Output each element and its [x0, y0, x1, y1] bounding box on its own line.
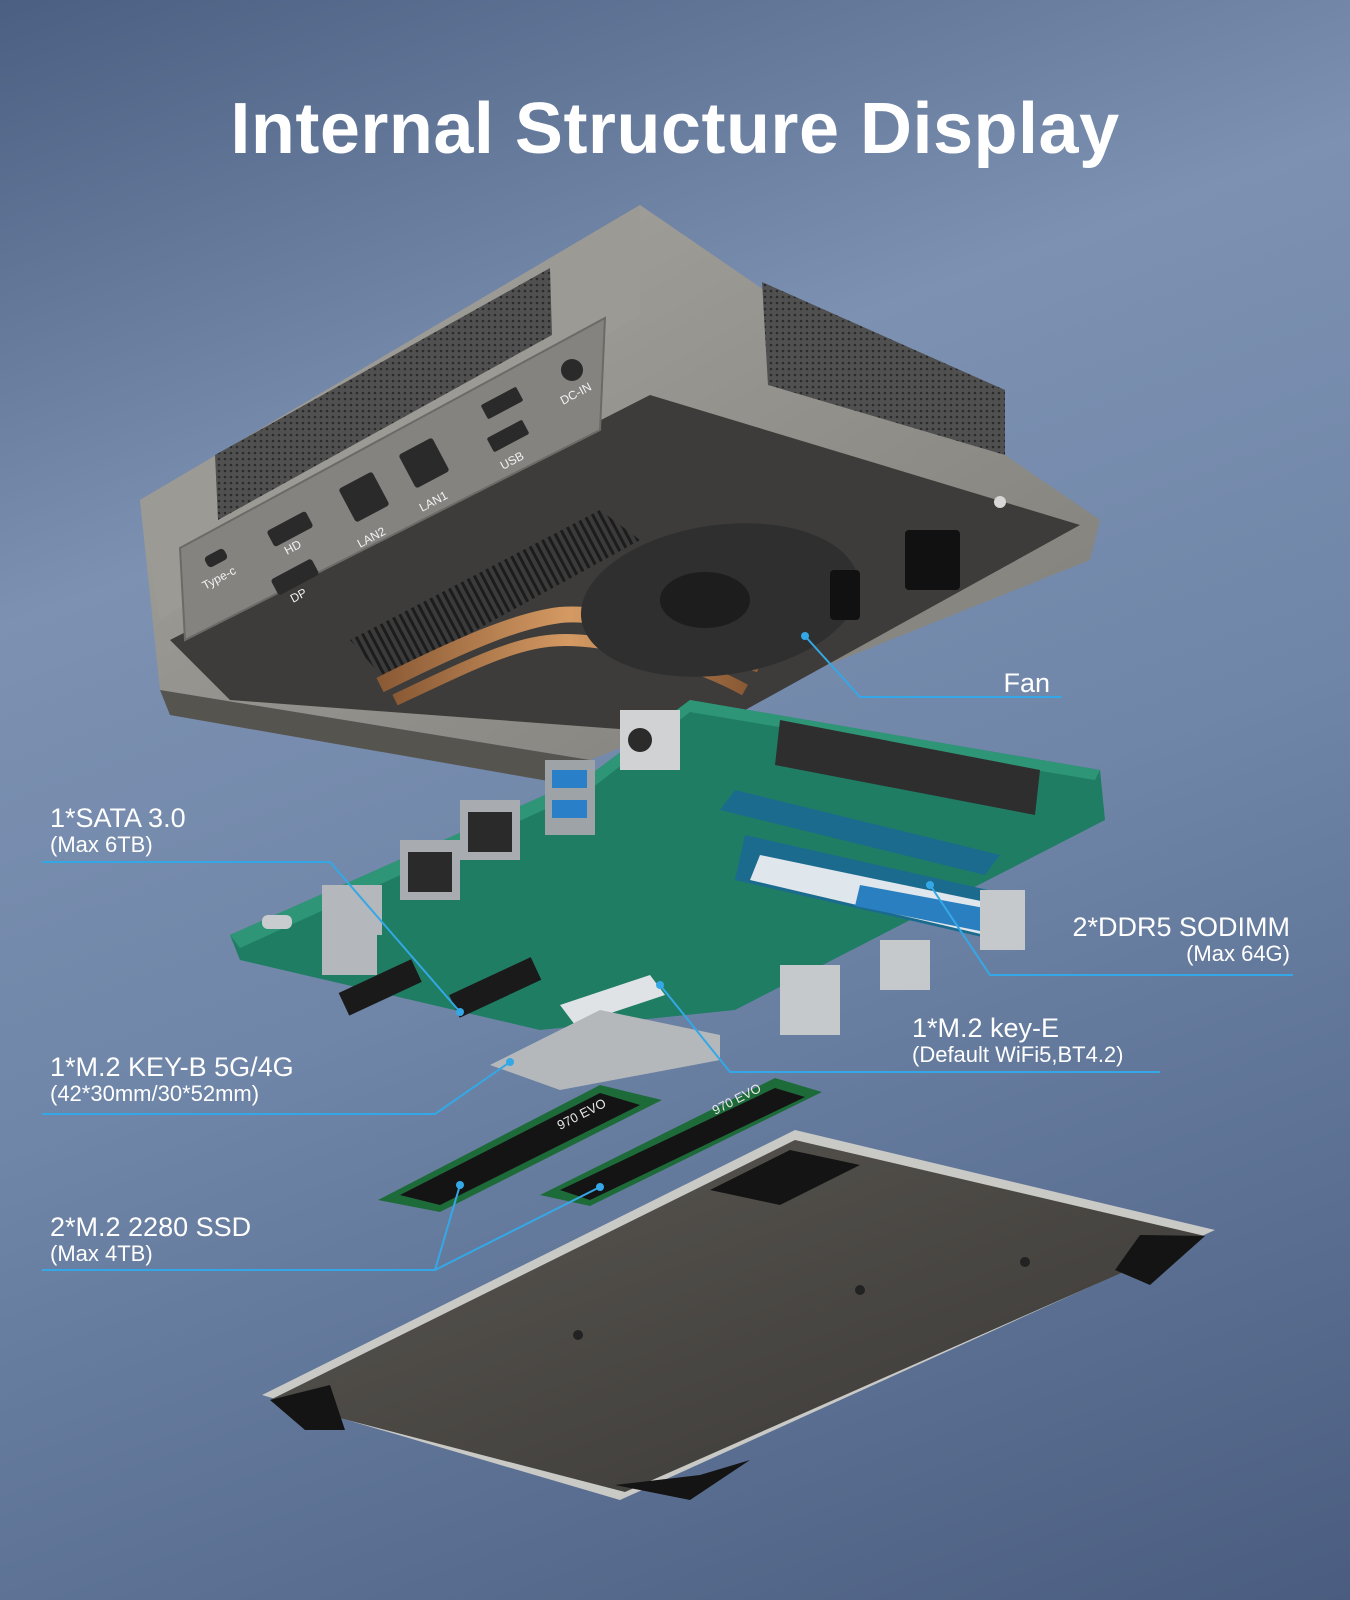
callout-m2-key-b-note: (42*30mm/30*52mm): [50, 1081, 260, 1106]
lan2-port: [339, 472, 389, 522]
dc-in-jack: [561, 359, 583, 381]
callout-line-key-e: [659, 984, 1160, 1073]
callout-ssd-note: (Max 4TB): [50, 1241, 153, 1266]
bottom-plate: [262, 1130, 1215, 1500]
callout-line-ddr5: [929, 884, 1293, 976]
callout-ssd-title: 2*M.2 2280 SSD: [50, 1212, 252, 1242]
callout-ddr5: 2*DDR5 SODIMM (Max 64G): [1000, 912, 1290, 966]
callout-line-fan: [804, 635, 1062, 698]
case-enclosure: [140, 205, 1100, 790]
callout-sata-note: (Max 6TB): [50, 832, 153, 857]
sata-connector: [338, 959, 422, 1016]
callout-sata: 1*SATA 3.0 (Max 6TB): [50, 803, 186, 857]
lan1-port: [399, 438, 449, 488]
callout-lines: [42, 635, 1293, 1271]
callout-ddr5-title: 2*DDR5 SODIMM: [1072, 912, 1290, 942]
usb-port-1: [481, 387, 523, 419]
case-vent-right: [762, 282, 1005, 455]
callout-m2-key-e-title: 1*M.2 key-E: [912, 1013, 1060, 1043]
port-label-dp: DP: [288, 585, 309, 605]
wifi-card-icon: [560, 975, 665, 1025]
callout-sata-title: 1*SATA 3.0: [50, 803, 186, 833]
callout-ddr5-note: (Max 64G): [1186, 941, 1290, 966]
dp-port: [271, 559, 319, 595]
m2-key-b-slot: [449, 957, 542, 1018]
usb-port-2: [487, 420, 529, 452]
callout-ssd: 2*M.2 2280 SSD (Max 4TB): [50, 1212, 251, 1266]
ram-module-icon: [720, 790, 1010, 940]
fan-icon: [580, 523, 860, 677]
callout-line-sata: [42, 861, 461, 1013]
callout-fan-title: Fan: [1003, 668, 1050, 698]
callout-line-ssd-2: [434, 1186, 601, 1271]
type-c-port: [204, 548, 228, 568]
case-ports: [204, 359, 583, 595]
callout-m2-key-e-note: (Default WiFi5,BT4.2): [912, 1042, 1124, 1067]
callout-dots: [456, 881, 934, 1191]
callout-fan: Fan: [930, 668, 1050, 698]
ssd-module-icon: 970 EVO 970 EVO: [378, 1078, 822, 1212]
motherboard: [230, 700, 1105, 1035]
callout-m2-key-e: 1*M.2 key-E (Default WiFi5,BT4.2): [912, 1013, 1124, 1067]
case-vent-left: [215, 268, 552, 520]
m2-key-b-module: [490, 1010, 720, 1090]
hdmi-port: [267, 511, 313, 547]
callout-line-key-b: [42, 1061, 511, 1115]
callout-m2-key-b-title: 1*M.2 KEY-B 5G/4G: [50, 1052, 294, 1082]
page-title: Internal Structure Display: [230, 89, 1120, 169]
callout-m2-key-b: 1*M.2 KEY-B 5G/4G (42*30mm/30*52mm): [50, 1052, 294, 1106]
board-usb-right: [780, 890, 1025, 1035]
case-mount-holes: [830, 496, 1006, 620]
board-io: [262, 710, 680, 975]
